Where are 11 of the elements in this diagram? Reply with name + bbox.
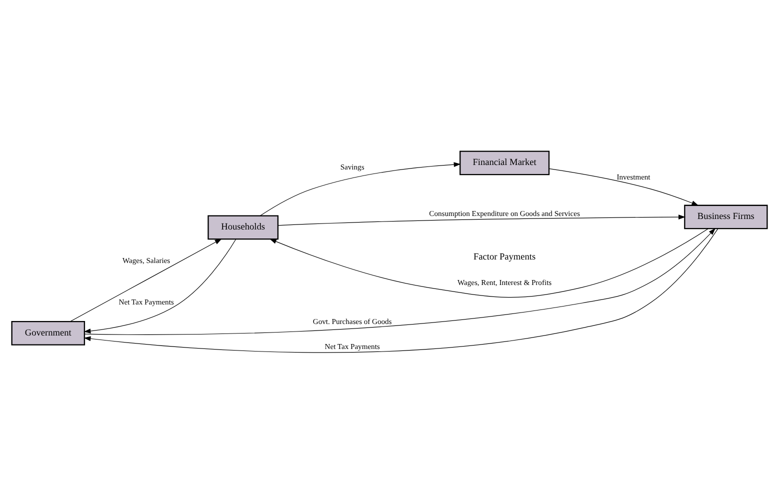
arrow	[260, 162, 461, 216]
node-box: Business Firms	[684, 204, 768, 230]
arrow	[278, 214, 686, 226]
node-box: Government	[11, 320, 86, 346]
arrow	[269, 228, 709, 298]
arrow	[84, 238, 236, 334]
label: Factor Payments	[473, 252, 536, 262]
node-box: Financial Market	[460, 150, 550, 176]
node-box: Households	[208, 215, 279, 240]
arrow	[70, 238, 222, 322]
arrow	[548, 168, 699, 206]
